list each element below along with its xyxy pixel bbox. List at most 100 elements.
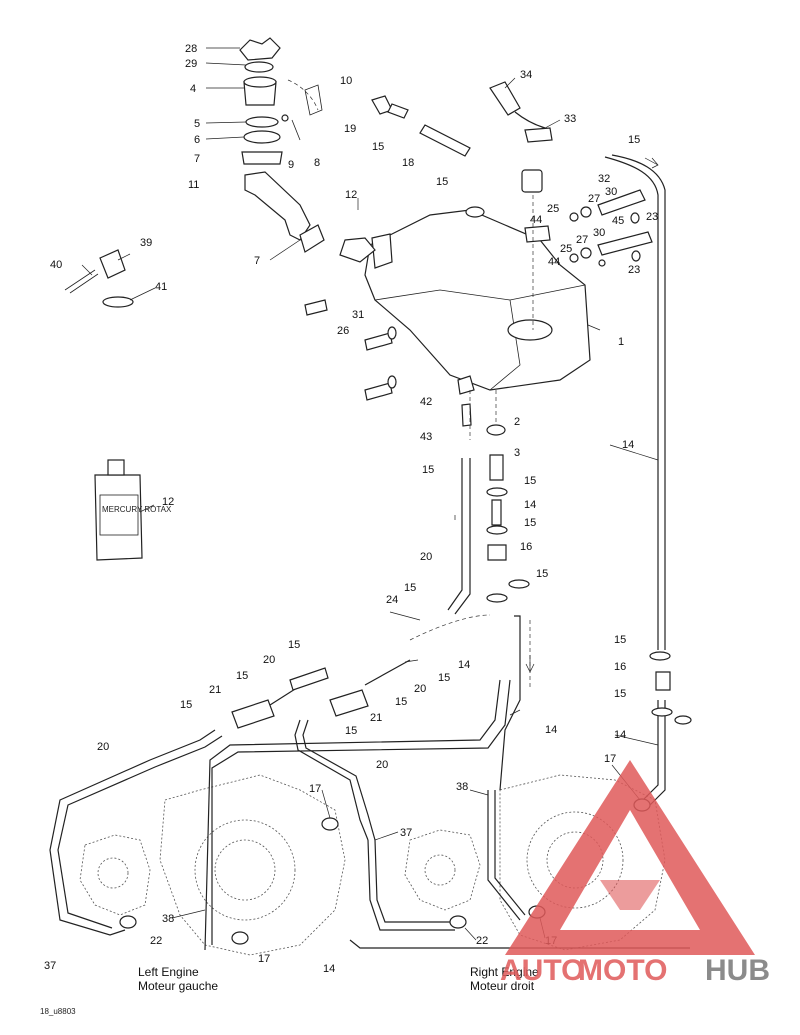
right-engine-label: Right Engine [470,965,539,979]
callout-15: 15 [614,688,626,700]
callout-42: 42 [420,396,432,408]
callout-20: 20 [420,551,432,563]
left-engine-label-fr: Moteur gauche [138,979,218,993]
callout-23: 23 [628,264,640,276]
callout-44: 44 [530,214,542,226]
automotohub-watermark: AUTO MOTO HUB [500,760,770,987]
callout-22: 22 [476,935,488,947]
callout-9: 9 [288,159,294,171]
callout-31: 31 [352,309,364,321]
callout-15: 15 [372,141,384,153]
right-engine-block [404,774,666,951]
callout-7: 7 [194,153,200,165]
callout-14: 14 [622,439,634,451]
callout-7b: 7 [254,255,260,267]
callout-14: 14 [614,729,626,741]
fuel-hoses [49,154,690,951]
callout-39: 39 [140,237,152,249]
callout-15: 15 [422,464,434,476]
callout-37: 37 [400,827,412,839]
callout-12: 12 [345,189,357,201]
fuel-tank [364,206,591,391]
callout-14: 14 [545,724,557,736]
callout-5: 5 [194,118,200,130]
tank-bolts [304,299,397,401]
callout-29: 29 [185,58,197,70]
callout-40: 40 [50,259,62,271]
callout-15: 15 [436,176,448,188]
callout-10: 10 [340,75,352,87]
callout-15: 15 [524,517,536,529]
left-engine-block [79,774,346,956]
callout-11: 11 [188,179,199,191]
callout-16: 16 [520,541,532,553]
watermark-text-moto: MOTO [578,954,667,987]
filler-cap-assembly [239,37,325,253]
callout-28: 28 [185,43,197,55]
callout-17: 17 [258,953,270,965]
callout-34: 34 [520,69,532,81]
callout-15: 15 [236,670,248,682]
callout-26: 26 [337,325,349,337]
part-callouts: 28 29 4 5 6 7 11 10 9 8 7 12 40 39 41 34… [44,43,658,975]
callout-15: 15 [345,725,357,737]
callout-23: 23 [646,211,658,223]
callout-14: 14 [323,963,335,975]
callout-15: 15 [524,475,536,487]
callout-1: 1 [618,336,624,348]
callout-4: 4 [190,83,196,95]
callout-15: 15 [395,696,407,708]
callout-15: 15 [180,699,192,711]
callout-20: 20 [376,759,388,771]
watermark-text-hub: HUB [705,954,770,987]
callout-20: 20 [414,683,426,695]
leader-lines [81,47,659,941]
callout-32: 32 [598,173,610,185]
callout-30: 30 [593,227,605,239]
callout-44: 44 [548,256,560,268]
callout-6: 6 [194,134,200,146]
watermark-text-auto: AUTO [500,954,584,987]
callout-25: 25 [560,243,572,255]
callout-24: 24 [386,594,398,606]
guide-lines [454,157,659,673]
callout-38: 38 [162,913,174,925]
callout-37: 37 [44,960,56,972]
callout-19: 19 [344,123,356,135]
callout-8: 8 [314,157,320,169]
drawing-code: 18_u8803 [40,1007,76,1016]
callout-25: 25 [547,203,559,215]
callout-22: 22 [150,935,162,947]
right-engine-label-fr: Moteur droit [470,979,535,993]
callout-16: 16 [614,661,626,673]
filler-neck-hose [339,237,376,263]
callout-3: 3 [514,447,520,459]
bottle-label: MERCURY ROTAX [102,505,172,514]
fuel-filters [231,667,369,729]
callout-17: 17 [309,783,321,795]
callout-33: 33 [564,113,576,125]
callout-18: 18 [402,157,414,169]
callout-2: 2 [514,416,520,428]
vent-fittings [371,81,553,243]
callout-15: 15 [288,639,300,651]
callout-43: 43 [420,431,432,443]
callout-27: 27 [588,193,600,205]
callout-27: 27 [576,234,588,246]
callout-21: 21 [209,684,221,696]
callout-15: 15 [404,582,416,594]
callout-15: 15 [438,672,450,684]
accessory-parts-39-40-41 [64,249,134,308]
right-tee-fitting [649,651,692,725]
callout-14: 14 [458,659,470,671]
callout-12: 12 [162,496,174,508]
callout-21: 21 [370,712,382,724]
callout-30: 30 [605,186,617,198]
callout-15: 15 [628,134,640,146]
callout-20: 20 [263,654,275,666]
watermark-triangle-icon [505,760,755,955]
callout-15: 15 [614,634,626,646]
left-engine-label: Left Engine [138,965,199,979]
fuel-pickup-line [486,424,530,603]
